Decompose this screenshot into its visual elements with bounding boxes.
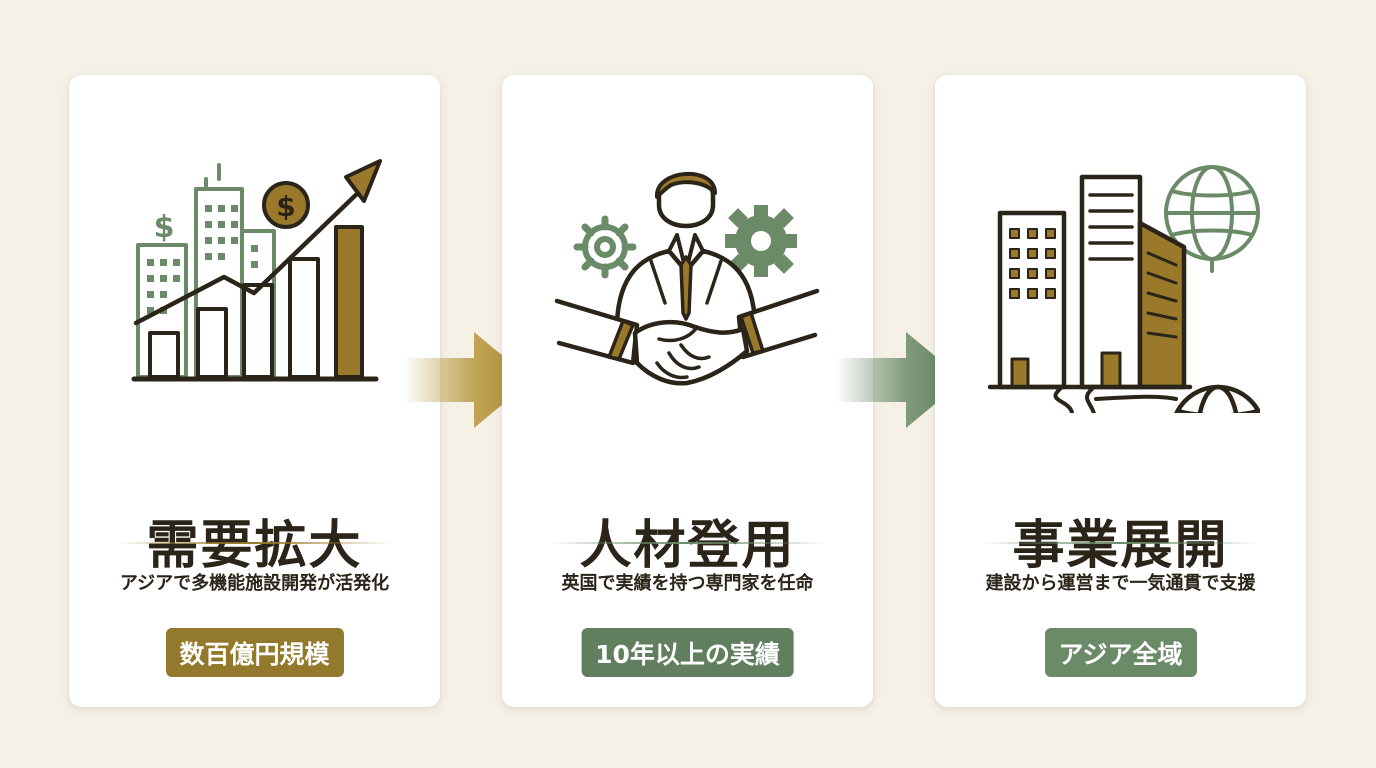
step-badge: 10年以上の実績 (581, 628, 794, 677)
svg-text:$: $ (276, 190, 295, 223)
divider (983, 542, 1258, 544)
growth-chart-city-icon: $ $ (131, 159, 382, 382)
buildings-globe-icon (987, 165, 1260, 413)
step-title: 需要拡大 (146, 515, 363, 576)
step-badge: アジア全域 (1044, 628, 1197, 677)
step-title: 人材登用 (579, 515, 796, 576)
expert-handshake-icon (554, 171, 820, 386)
arrow-right-icon (404, 332, 532, 428)
step-card-demand: $ $ 需要拡大 アジアで多機能施設開発が活発化 数百億円規模 (69, 75, 440, 707)
step-description: 建設から運営まで一気通貫で支援 (985, 573, 1256, 594)
step-description: アジアで多機能施設開発が活発化 (119, 573, 390, 594)
step-title: 事業展開 (1012, 515, 1229, 576)
divider (550, 542, 825, 544)
step-description: 英国で実績を持つ専門家を任命 (561, 573, 814, 594)
svg-text:$: $ (154, 210, 175, 245)
step-card-talent: 人材登用 英国で実績を持つ専門家を任命 10年以上の実績 (502, 75, 873, 707)
step-badge: 数百億円規模 (165, 628, 344, 677)
arrow-right-icon (836, 332, 964, 428)
step-card-expansion: 事業展開 建設から運営まで一気通貫で支援 アジア全域 (935, 75, 1306, 707)
divider (117, 542, 392, 544)
